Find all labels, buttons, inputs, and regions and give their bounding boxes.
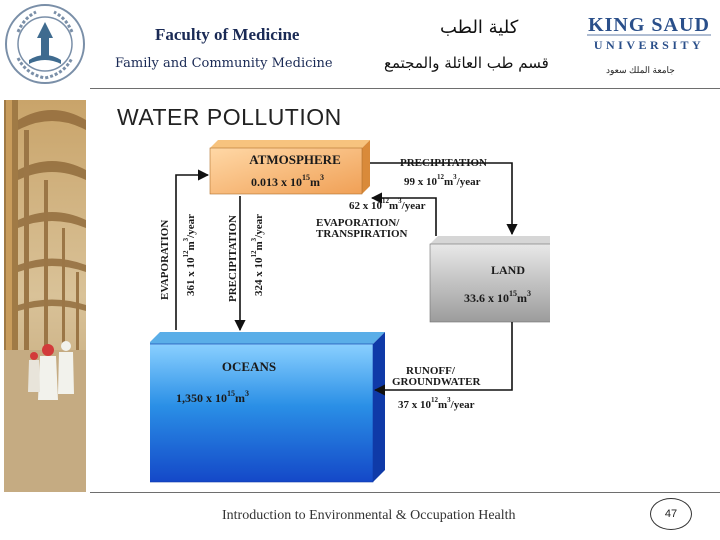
faculty-subtitle: Family and Community Medicine xyxy=(115,56,333,71)
king-saud-university-logo: KING SAUD UNIVERSITY xyxy=(587,14,711,52)
oceans-box: OCEANS 1,350 x 1015m3 xyxy=(150,332,385,483)
svg-text:UNIVERSITY: UNIVERSITY xyxy=(594,38,704,52)
evaporation-ocean-arrow xyxy=(175,169,210,330)
header-divider xyxy=(90,88,720,89)
atmosphere-label: ATMOSPHERE xyxy=(249,152,341,167)
atmosphere-volume: 0.013 x 1015m3 xyxy=(251,173,324,189)
evapotranspiration-label-line1: EVAPORATION/ xyxy=(316,217,400,229)
oceans-label: OCEANS xyxy=(222,359,276,374)
university-seal-logo xyxy=(5,4,85,84)
precipitation-land-label: PRECIPITATION xyxy=(400,157,487,169)
precipitation-ocean-rate: 324 x 1012m3/year xyxy=(250,214,265,296)
evapotranspiration-rate: 62 x 1012m3/year xyxy=(349,197,426,212)
faculty-title: Faculty of Medicine xyxy=(155,25,300,44)
runoff-arrow xyxy=(373,322,513,396)
university-arabic-name: جامعة الملك سعود xyxy=(606,65,675,75)
page-number: 47 xyxy=(650,498,692,530)
arabic-department-title: قسم طب العائلة والمجتمع xyxy=(384,54,549,72)
precipitation-land-rate: 99 x 1012m3/year xyxy=(404,173,481,188)
oceans-volume: 1,350 x 1015m3 xyxy=(176,389,249,405)
runoff-label-line2: GROUNDWATER xyxy=(392,376,481,388)
evapotranspiration-label-line2: TRANSPIRATION xyxy=(316,228,408,240)
precipitation-ocean-label: PRECIPITATION xyxy=(227,215,239,302)
svg-text:KING SAUD: KING SAUD xyxy=(588,14,710,36)
footer-divider xyxy=(90,492,720,493)
evapotranspiration-arrow xyxy=(370,192,437,236)
slide-title: WATER POLLUTION xyxy=(117,104,342,130)
runoff-label-line1: RUNOFF/ xyxy=(406,365,456,377)
evaporation-ocean-rate: 361 x 1012m3/year xyxy=(182,214,197,296)
runoff-rate: 37 x 1012m3/year xyxy=(398,396,475,411)
arabic-faculty-title: كلية الطب xyxy=(440,17,519,38)
evaporation-ocean-label: EVAPORATION xyxy=(159,220,171,300)
atmosphere-box: ATMOSPHERE 0.013 x 1015m3 xyxy=(209,140,370,195)
flow-arrows xyxy=(175,162,518,396)
land-label: LAND xyxy=(491,263,525,277)
water-cycle-diagram: ATMOSPHERE 0.013 x 1015m3 LAND 33.6 x 10… xyxy=(150,140,550,483)
precipitation-land-arrow xyxy=(370,162,518,236)
campus-photo-image xyxy=(4,100,86,492)
land-box: LAND 33.6 x 1015m3 xyxy=(429,236,550,323)
footer-course-title: Introduction to Environmental & Occupati… xyxy=(222,508,516,523)
land-volume: 33.6 x 1015m3 xyxy=(464,289,531,305)
